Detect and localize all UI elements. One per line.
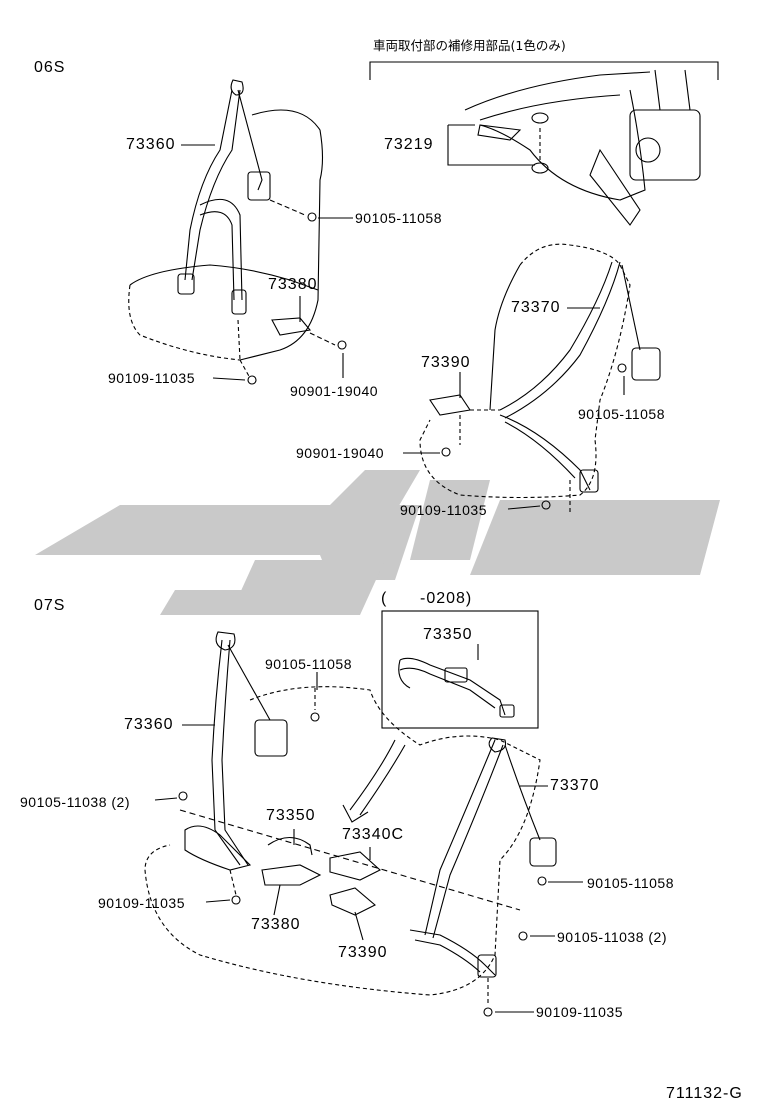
- part-label-73370-top[interactable]: 73370: [511, 299, 561, 316]
- part-label-90109-11035-d[interactable]: 90109-11035: [536, 1004, 623, 1020]
- part-label-73380-top[interactable]: 73380: [268, 276, 318, 293]
- part-label-90901-19040-b[interactable]: 90901-19040: [296, 445, 385, 461]
- part-label-90105-11058-c[interactable]: 90105-11058: [265, 656, 352, 672]
- inset-belt: [398, 657, 515, 718]
- seat-06s-right: [419, 243, 661, 515]
- part-label-73380-bottom[interactable]: 73380: [251, 916, 301, 933]
- part-label-90105-11058-b[interactable]: 90105-11058: [578, 406, 665, 422]
- repair-parts-note: 車両取付部の補修用部品(1色のみ): [373, 38, 566, 53]
- part-label-90109-11035-c[interactable]: 90109-11035: [98, 895, 185, 911]
- part-label-73350-box[interactable]: 73350: [423, 626, 473, 643]
- part-label-90105-11058-d[interactable]: 90105-11058: [587, 875, 674, 891]
- drawing-number: 711132-G: [666, 1085, 743, 1102]
- part-label-73219[interactable]: 73219: [384, 136, 434, 153]
- part-label-90105-11038-b[interactable]: 90105-11038 (2): [557, 929, 667, 945]
- date-range-label: ( -0208): [381, 590, 473, 607]
- part-label-90105-11058-a[interactable]: 90105-11058: [355, 210, 442, 226]
- part-label-90105-11038-a[interactable]: 90105-11038 (2): [20, 794, 130, 810]
- part-label-90109-11035-b[interactable]: 90109-11035: [400, 502, 487, 518]
- variant-06s-label: 06S: [34, 59, 66, 76]
- part-label-73340c[interactable]: 73340C: [342, 826, 405, 843]
- part-label-90109-11035-a[interactable]: 90109-11035: [108, 370, 195, 386]
- part-label-73370-bottom[interactable]: 73370: [550, 777, 600, 794]
- seat-06s-left: [128, 79, 347, 385]
- retractor-detail: [464, 69, 701, 226]
- part-label-73390-bottom[interactable]: 73390: [338, 944, 388, 961]
- variant-07s-label: 07S: [34, 597, 66, 614]
- part-label-73350[interactable]: 73350: [266, 807, 316, 824]
- part-label-73360-bottom[interactable]: 73360: [124, 716, 174, 733]
- part-label-73390-top[interactable]: 73390: [421, 354, 471, 371]
- seat-07s: [144, 631, 557, 1017]
- part-label-73360-top[interactable]: 73360: [126, 136, 176, 153]
- inset-box: [381, 610, 539, 729]
- part-label-90901-19040-a[interactable]: 90901-19040: [290, 383, 379, 399]
- watermark-logo: [35, 470, 720, 615]
